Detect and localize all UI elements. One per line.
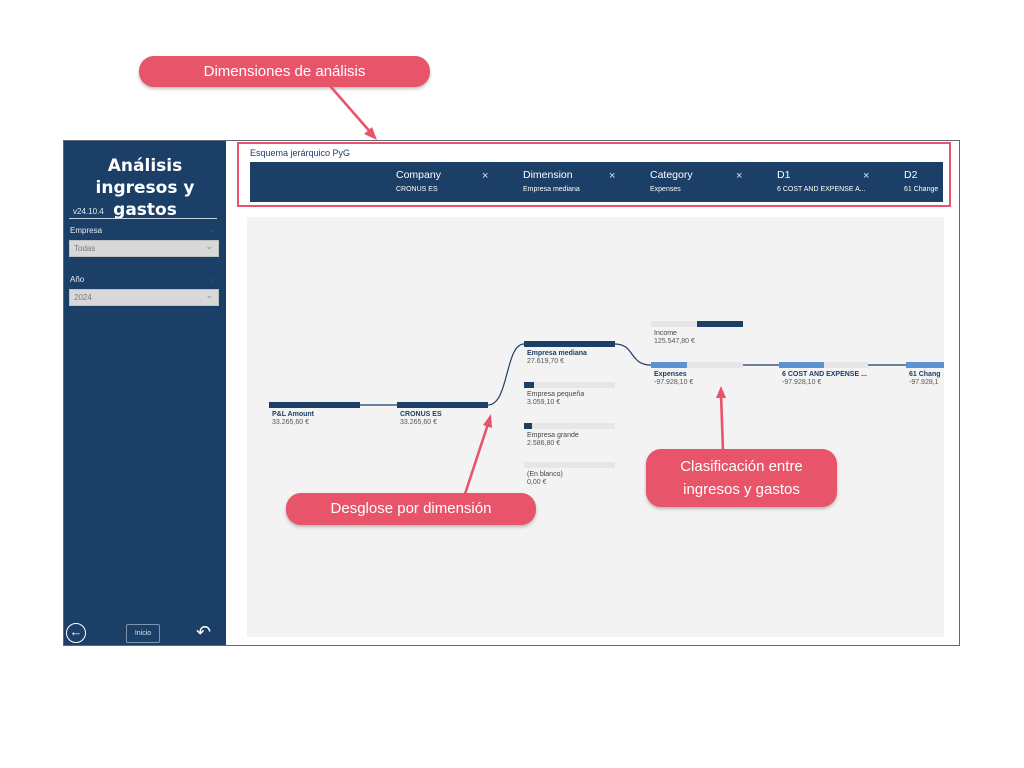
callout-classification-line2: ingresos y gastos [683,481,800,498]
callout-classification: Clasificación entre ingresos y gastos [646,449,837,507]
connector [614,343,652,366]
tree-connectors [360,343,906,406]
node-value: 3.059,10 € [527,399,561,406]
header-column-d2: D2 61 Change [904,162,943,202]
filter-collapse-icon[interactable]: ⌄ [209,274,216,283]
node-name: P&L Amount [272,411,314,418]
empresa-select-value: Todas [74,244,96,253]
divider [69,218,217,219]
node-bar-track [524,423,615,429]
decomposition-tree: P&L Amount 33.265,60 € CRONUS ES 33.265,… [247,217,944,637]
node-name: Empresa mediana [527,350,587,357]
node-bar [779,362,824,368]
header-column-name: D1 [777,169,791,181]
undo-icon[interactable]: ↶ [196,622,212,642]
chevron-down-icon: ⌄ [205,290,213,300]
connector [487,343,525,406]
header-column-name: D2 [904,169,918,181]
header-column-value: CRONUS ES [396,186,438,193]
node-value: 33.265,60 € [272,419,309,426]
header-column-value: Empresa mediana [523,186,580,193]
filter-collapse-icon[interactable]: ⌄ [209,225,216,234]
anio-select-value: 2024 [74,293,92,302]
filter-label-anio: Año [70,275,85,284]
node-name: CRONUS ES [400,411,442,418]
node-bar [397,402,488,408]
node-name: Empresa grande [527,432,579,439]
node-bar [651,362,687,368]
arrow-dimensions [329,85,374,136]
visual-title: Esquema jerárquico PyG [250,148,351,158]
header-column-dimension: Dimension Empresa mediana × [523,162,643,202]
app-title: Análisis ingresos y gastos [95,156,195,220]
remove-level-icon[interactable]: × [863,170,870,182]
tree-node-d2[interactable]: 61 Chang -97.928,1 [906,362,944,392]
callout-dimensions-text: Dimensiones de análisis [203,63,366,80]
node-name: Expenses [654,371,687,378]
remove-level-icon[interactable]: × [482,170,489,182]
remove-level-icon[interactable]: × [609,170,616,182]
header-column-name: Company [396,169,441,181]
node-bar [524,341,615,347]
node-value: 27.619,70 € [527,358,564,365]
home-button[interactable]: Inicio [126,624,160,643]
node-name: Empresa pequeña [527,391,585,398]
node-value: -97.928,10 € [782,379,822,386]
header-column-name: Category [650,169,693,181]
header-highlight-box [237,142,951,207]
header-column-value: Expenses [650,186,681,193]
node-name: 61 Chang [909,371,941,378]
callout-breakdown: Desglose por dimensión [286,493,536,525]
header-column-company: Company CRONUS ES × [396,162,516,202]
node-name: Income [654,330,677,337]
node-name: 6 COST AND EXPENSE ... [782,371,867,378]
remove-level-icon[interactable]: × [736,170,743,182]
chevron-down-icon: ⌄ [205,241,213,251]
arrow-left-circle-icon[interactable]: ← [66,623,86,643]
arrowhead [364,127,377,140]
node-value: 2.586,80 € [527,440,561,447]
header-column-category: Category Expenses × [650,162,770,202]
node-value: 0,00 € [527,479,547,486]
node-value: 33.265,60 € [400,419,437,426]
sidebar: Análisis ingresos y gastos v24.10.4 Empr… [64,141,226,645]
anio-select[interactable]: 2024 ⌄ [69,289,219,306]
node-value: 125.547,80 € [654,338,695,345]
node-bar [697,321,743,327]
node-bar-track [651,362,743,368]
callout-dimensions: Dimensiones de análisis [139,56,430,87]
header-column-d1: D1 6 COST AND EXPENSE A... × [777,162,897,202]
callout-breakdown-text: Desglose por dimensión [330,500,492,517]
node-bar [269,402,360,408]
node-bar [906,362,944,368]
empresa-select[interactable]: Todas ⌄ [69,240,219,257]
node-bar [524,382,534,388]
header-column-name: Dimension [523,169,573,181]
report-screenshot: Análisis ingresos y gastos v24.10.4 Empr… [63,140,960,646]
node-name: (En blanco) [527,471,563,478]
node-bar-track [524,382,615,388]
filter-label-empresa: Empresa [70,226,103,235]
drill-path-header: Company CRONUS ES × Dimension Empresa me… [250,162,943,202]
node-bar-track [524,462,615,468]
node-bar [524,423,532,429]
header-column-value: 61 Change [904,186,939,193]
version-label: v24.10.4 [73,207,104,216]
node-value: -97.928,1 [909,379,939,386]
node-value: -97.928,10 € [654,379,694,386]
header-column-value: 6 COST AND EXPENSE A... [777,186,866,193]
callout-classification-line1: Clasificación entre [680,458,803,475]
